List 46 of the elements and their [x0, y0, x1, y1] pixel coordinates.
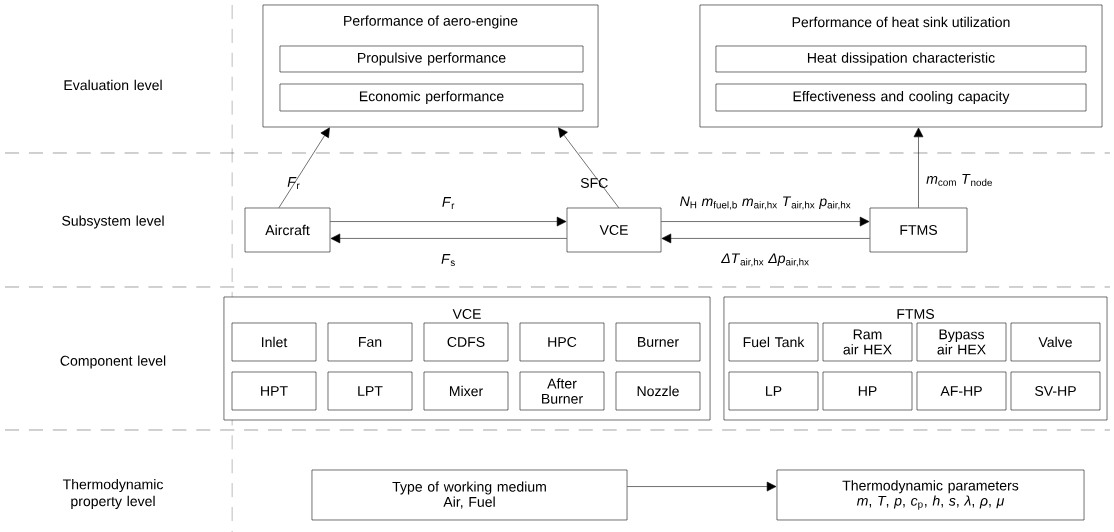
arrow — [558, 127, 619, 208]
arrow — [913, 127, 924, 208]
component-box: Inlet — [231, 322, 317, 362]
arrow — [661, 233, 870, 244]
component-box: SV-HP — [1010, 371, 1101, 411]
level-label: Thermodynamic property level — [62, 479, 164, 509]
component-box: Burner — [615, 322, 701, 362]
level-label: Subsystem level — [62, 215, 164, 229]
component-box: CDFS — [423, 322, 509, 362]
arrow — [278, 127, 330, 208]
component-box: HP — [822, 371, 913, 411]
process-box: Thermodynamic parameters m, T, p, c$_{p}$, h, s, λ, ρ, μ — [776, 469, 1085, 521]
component-box: Fuel Tank — [728, 322, 819, 362]
component-box: Valve — [1010, 322, 1101, 362]
component-box: Bypass air HEX — [916, 322, 1007, 362]
process-box: Propulsive performance — [279, 45, 584, 73]
component-box: Nozzle — [615, 371, 701, 411]
process-box: Economic performance — [279, 83, 584, 112]
edge-label: SFC — [580, 178, 608, 188]
process-box: Heat dissipation characteristic — [715, 45, 1087, 73]
level-label: Evaluation level — [64, 79, 162, 91]
component-box: HPT — [231, 371, 317, 411]
process-box: Effectiveness and cooling capacity — [715, 83, 1087, 112]
component-box: Fan — [327, 322, 413, 362]
process-box: Aircraft — [244, 207, 331, 253]
level-label: Component level — [60, 355, 166, 369]
edge-label: F$_{s}$ — [441, 254, 455, 266]
process-box: Type of working medium Air, Fuel — [311, 469, 628, 521]
arrow — [661, 216, 870, 227]
component-box: After Burner — [519, 371, 605, 411]
arrow — [330, 216, 567, 227]
component-box: Ram air HEX — [822, 322, 913, 362]
process-box: VCE — [566, 207, 662, 253]
component-box: HPC — [519, 322, 605, 362]
arrow — [330, 233, 567, 244]
component-box: LP — [728, 371, 819, 411]
edge-label: ΔT$_{air,hx}$ Δp$_{air,hx}$ — [721, 253, 809, 267]
edge-label: F$_{r}$ — [442, 197, 455, 209]
edge-label: N$_{H}$ m$_{fuel,b}$ m$_{air,hx}$ T$_{air,hx}$ p$_{air,hx}$ — [680, 196, 851, 210]
edge-label: m$_{com}$ T$_{node}$ — [926, 173, 992, 186]
component-box: Mixer — [423, 371, 509, 411]
component-box: LPT — [327, 371, 413, 411]
component-box: AF-HP — [916, 371, 1007, 411]
arrow — [627, 481, 777, 492]
edge-label: F$_{r}$ — [287, 177, 300, 189]
process-box: FTMS — [869, 207, 968, 253]
